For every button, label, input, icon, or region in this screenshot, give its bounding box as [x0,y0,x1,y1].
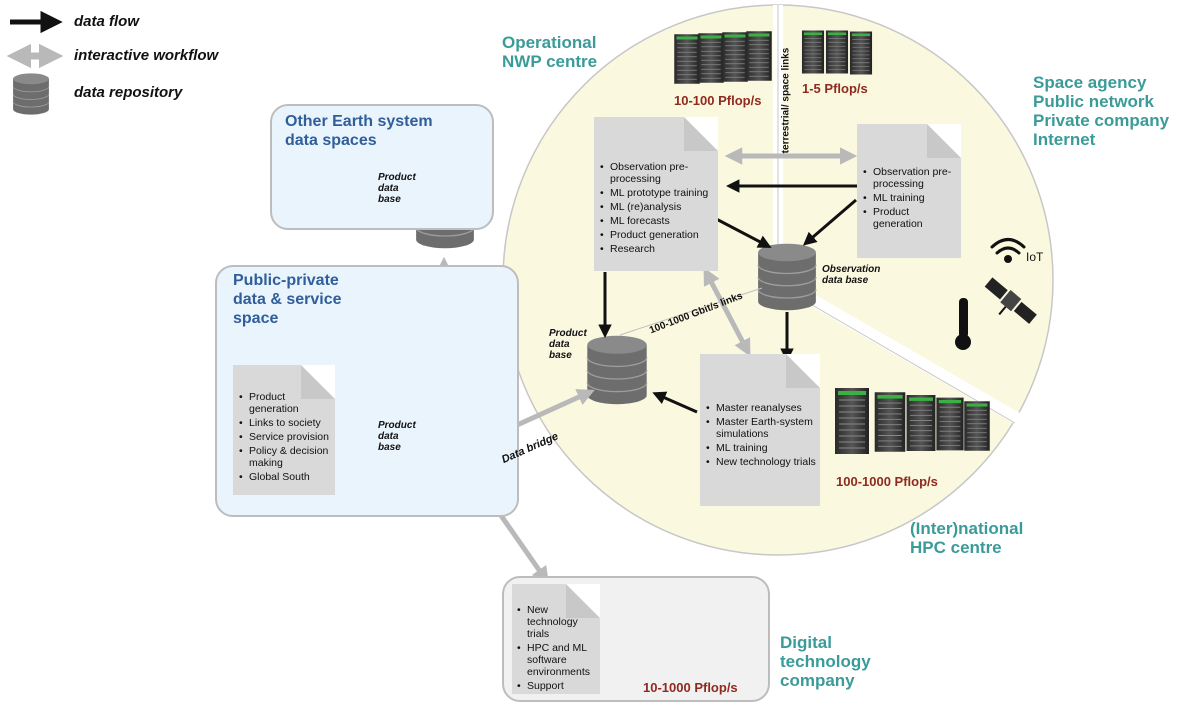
list-item: Master reanalyses [706,402,816,414]
list-item: New technology trials [517,604,597,640]
digital-flops: 10-1000 Pflop/s [643,680,738,695]
server-racks-space [801,30,873,75]
list-item: HPC and ML software environments [517,642,597,678]
public-private-title: Public-private data & service space [233,272,342,327]
list-item: ML (re)analysis [600,201,714,213]
operational-flops: 10-100 Pflop/s [674,93,762,108]
hpc-flops: 100-1000 Pflop/s [836,474,938,489]
legend-repository-label: data repository [74,84,183,101]
list-item: ML forecasts [600,215,714,227]
list-item: Service provision [239,431,331,443]
operational-title: Operational NWP centre [502,33,598,71]
center-product-db-label: Product data base [549,328,587,361]
hpc-title: (Inter)national HPC centre [910,519,1024,557]
list-item: Product generation [239,391,331,415]
list-item: Observation pre-processing [863,166,957,190]
thermometer-icon [955,298,971,350]
list-item: Master Earth-system simulations [706,416,816,440]
list-item: Observation pre-processing [600,161,714,185]
gbit-link-line [619,287,763,336]
public-db-label: Product data base [378,420,416,453]
hpc-doc: Master reanalyses Master Earth-system si… [700,354,820,506]
list-item: ML prototype training [600,187,714,199]
legend-interactive-label: interactive workflow [74,47,219,64]
list-item: ML training [706,442,816,454]
observation-db-label: Observation data base [822,264,881,286]
panel-other-earth [270,104,494,230]
sector-divider-diagonal [791,284,1024,426]
observation-db-icon [757,243,817,311]
server-racks-operational [673,30,773,85]
legend-data-flow-label: data flow [74,13,140,30]
list-item: Research [600,243,714,255]
list-item: Links to society [239,417,331,429]
space-title: Space agency Public network Private comp… [1033,73,1170,149]
list-item: Policy & decision making [239,445,331,469]
digital-title: Digital technology company [780,633,871,690]
digital-doc: New technology trials HPC and ML softwar… [512,584,600,694]
operational-doc: Observation pre-processing ML prototype … [594,117,718,271]
list-item: Product generation [600,229,714,241]
other-earth-db-label: Product data base [378,172,416,205]
list-item: Product generation [863,206,957,230]
iot-label: IoT [1026,250,1044,264]
space-flops: 1-5 Pflop/s [802,81,868,96]
product-db-center-icon [586,335,648,405]
list-item: Global South [239,471,331,483]
data-flow-arrows [598,179,857,414]
list-item: New technology trials [706,456,816,468]
terrestrial-links-label: terrestrial/ space links [780,47,792,154]
other-earth-title: Other Earth system data spaces [285,113,433,149]
list-item: Support [517,680,597,692]
wifi-icon [990,238,1026,263]
satellite-icon [984,277,1037,324]
list-item: ML training [863,192,957,204]
public-private-doc: Product generation Links to society Serv… [233,365,335,495]
space-doc: Observation pre-processing ML training P… [857,124,961,258]
legend-db-icon [12,72,50,116]
